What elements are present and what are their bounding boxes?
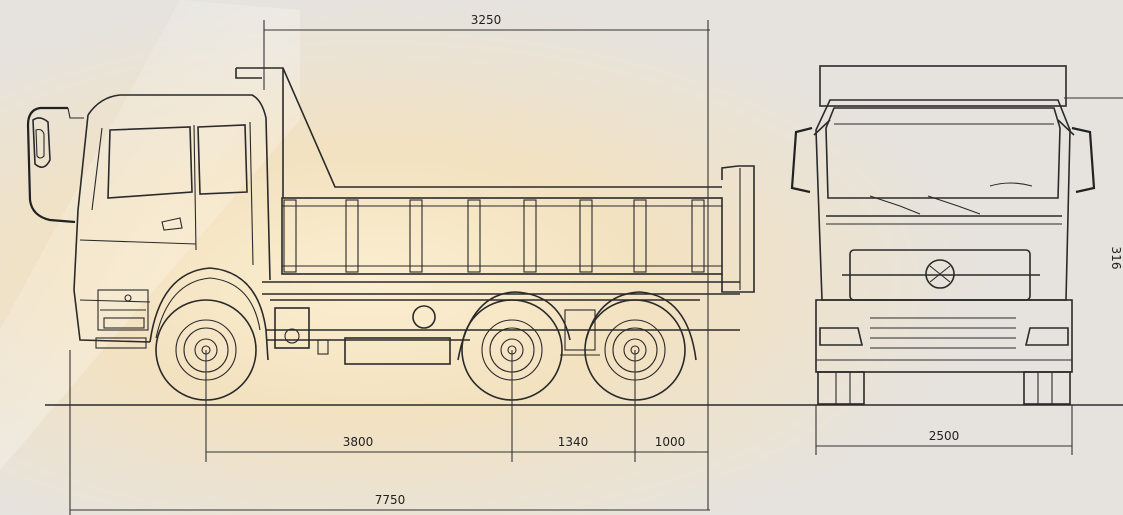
dump-body (235, 67, 755, 301)
dim-rear-overhang: 1000 (655, 435, 686, 449)
front-view (790, 65, 1123, 406)
dimension-lines (69, 20, 1073, 515)
dim-width: 2500 (929, 429, 960, 443)
side-view (26, 67, 755, 401)
light-streak (0, 0, 300, 470)
dim-wheelbase-front: 3800 (343, 435, 374, 449)
cab (26, 94, 271, 361)
dim-overall-length: 7750 (375, 493, 406, 507)
dim-body-length: 3250 (471, 13, 502, 27)
dim-height: 316 (1109, 247, 1123, 270)
dim-wheelbase-rear: 1340 (558, 435, 589, 449)
